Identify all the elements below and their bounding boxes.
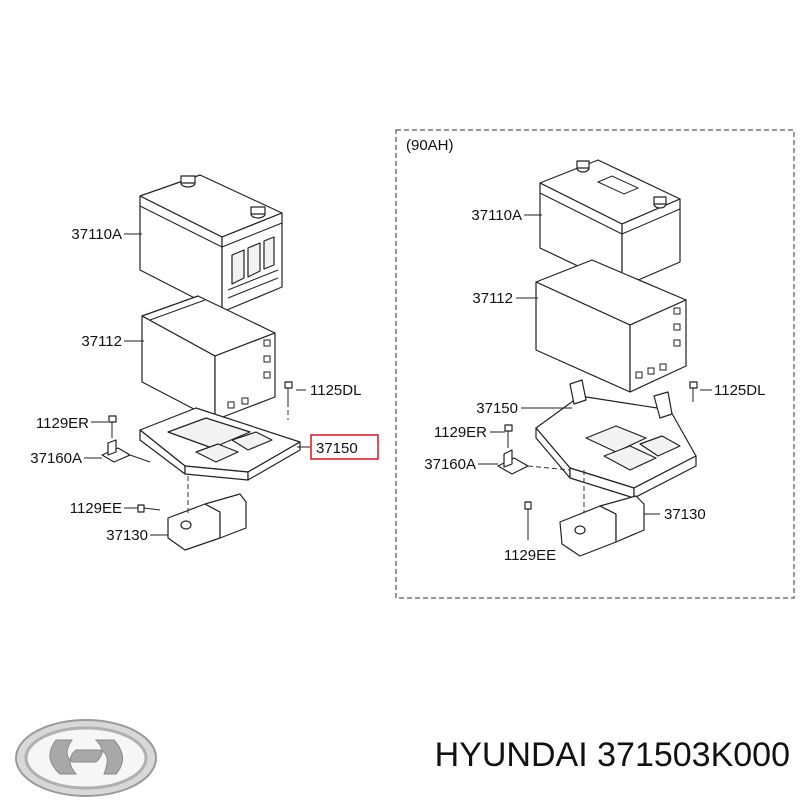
right-label-clamp: 37160A	[424, 456, 476, 473]
left-assembly	[101, 174, 301, 551]
hyundai-logo-icon	[15, 719, 157, 797]
right-label-bolt-ee: 1129EE	[504, 547, 556, 564]
part-number: 371503K000	[597, 736, 790, 774]
right-leaders	[478, 214, 712, 540]
right-assembly	[497, 159, 698, 557]
right-label-battery-case: 37112	[472, 290, 513, 307]
right-label-battery: 37110A	[471, 207, 522, 224]
left-label-clamp: 37160A	[30, 450, 82, 467]
left-bolt-1129er	[108, 415, 117, 438]
left-label-tray[interactable]: 37150	[316, 440, 358, 457]
brand-name: HYUNDAI	[434, 736, 588, 774]
left-bolt-1129ee	[137, 504, 161, 513]
left-label-battery-case: 37112	[81, 333, 122, 350]
right-bolt-1125dl	[689, 381, 698, 402]
left-tray	[139, 407, 301, 481]
right-clamp	[497, 449, 571, 475]
left-label-bolt-er: 1129ER	[36, 415, 89, 432]
left-label-bolt-top: 1125DL	[310, 382, 361, 399]
left-battery-case	[141, 295, 276, 421]
right-label-bolt-top: 1125DL	[714, 382, 765, 399]
variant-frame	[395, 129, 795, 599]
right-bolt-1129ee	[524, 501, 532, 524]
footer-title: HYUNDAI 371503K000	[340, 736, 790, 786]
left-clamp	[101, 439, 151, 463]
right-battery-case	[535, 259, 687, 393]
right-battery	[539, 159, 681, 288]
right-label-bolt-er: 1129ER	[434, 424, 487, 441]
right-label-tray: 37150	[476, 400, 518, 417]
left-label-bracket: 37130	[106, 527, 148, 544]
right-label-bracket: 37130	[664, 506, 706, 523]
left-label-battery: 37110A	[71, 226, 122, 243]
right-bolt-1129er	[504, 424, 513, 448]
right-bracket	[559, 470, 645, 557]
left-bolt-1125dl	[284, 381, 293, 420]
left-battery	[139, 174, 283, 313]
left-label-bolt-ee: 1129EE	[70, 500, 122, 517]
right-tray	[535, 379, 697, 499]
variant-label: (90AH)	[406, 137, 454, 154]
left-leaders	[84, 233, 310, 536]
left-bracket	[167, 476, 247, 551]
selected-part-highlight	[310, 434, 379, 460]
